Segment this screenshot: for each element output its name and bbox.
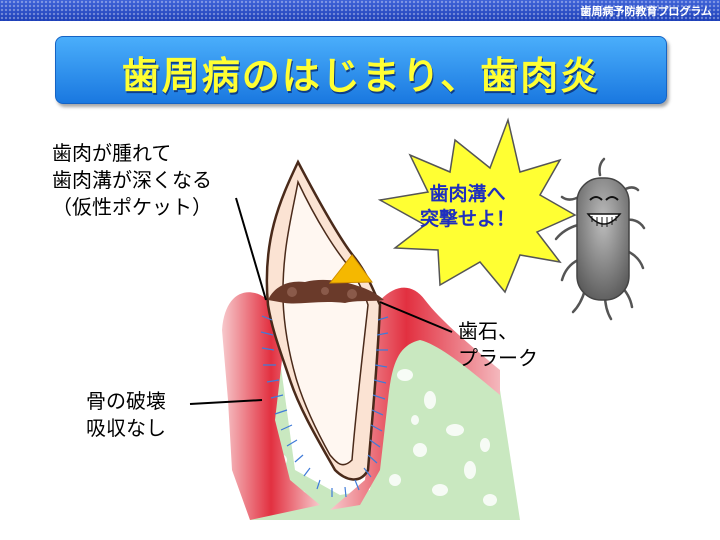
pointer-bone bbox=[189, 399, 263, 405]
burst-line-2: 突撃せよ！ bbox=[420, 208, 516, 230]
label-gum-line-2: 歯肉溝が深くなる bbox=[52, 168, 212, 192]
series-title: 歯周病予防教育プログラム bbox=[580, 5, 712, 18]
speech-burst-text: 歯肉溝へ 突撃せよ！ bbox=[420, 182, 515, 232]
periodontal-lines bbox=[260, 315, 389, 498]
pointer-gum bbox=[235, 197, 267, 301]
title-banner: 歯周病のはじまり、歯肉炎 bbox=[55, 36, 667, 104]
header-pattern bbox=[0, 0, 720, 21]
speech-burst bbox=[377, 117, 577, 294]
burst-line-1: 歯肉溝へ bbox=[429, 183, 506, 205]
pointer-tartar bbox=[379, 301, 453, 333]
label-bone: 骨の破壊 吸収なし bbox=[86, 388, 166, 442]
slide-title: 歯周病のはじまり、歯肉炎 bbox=[121, 54, 601, 98]
label-bone-line-2: 吸収なし bbox=[86, 416, 166, 440]
label-gum-line-3: （仮性ポケット） bbox=[52, 195, 212, 219]
label-tartar-line-1: 歯石、 bbox=[458, 319, 518, 343]
tooth bbox=[265, 159, 382, 481]
label-gum-swelling: 歯肉が腫れて 歯肉溝が深くなる （仮性ポケット） bbox=[52, 140, 212, 221]
label-gum-line-1: 歯肉が腫れて bbox=[52, 141, 172, 165]
header-bar: 歯周病予防教育プログラム bbox=[0, 0, 720, 21]
label-bone-line-1: 骨の破壊 bbox=[86, 389, 166, 413]
bacteria-character bbox=[554, 157, 646, 321]
label-tartar: 歯石、 プラーク bbox=[458, 318, 538, 372]
label-tartar-line-2: プラーク bbox=[458, 346, 538, 370]
tartar-plaque bbox=[268, 254, 384, 304]
